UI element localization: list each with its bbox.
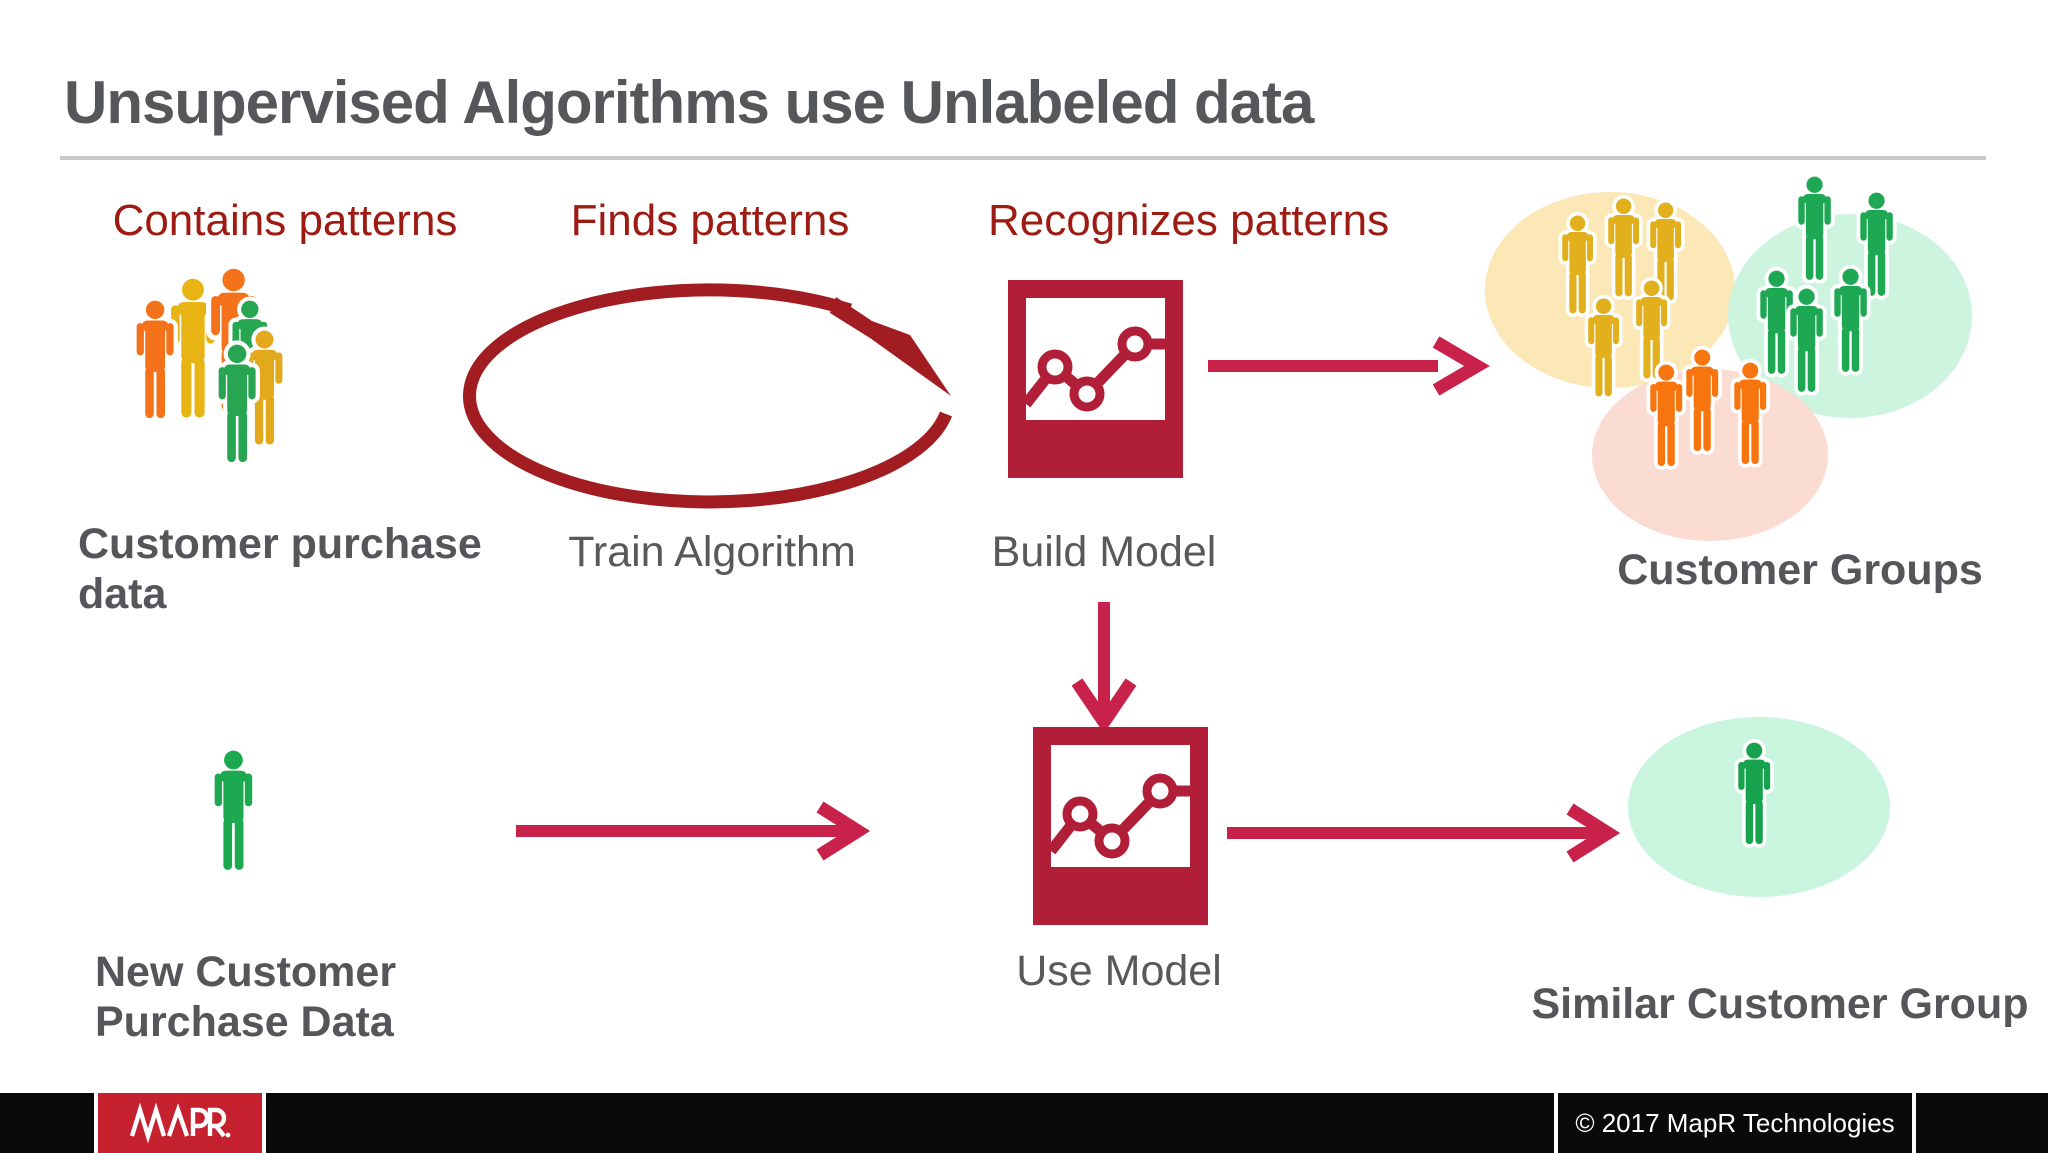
arrow-new-customer-to-use-model — [516, 801, 871, 861]
title-divider-line — [60, 156, 1986, 160]
similar-customer-group-icon — [1628, 717, 1890, 897]
mapr-logo — [98, 1093, 262, 1153]
label-customer-purchase-data: Customer purchase data — [78, 520, 482, 618]
copyright-text: © 2017 MapR Technologies — [1575, 1108, 1895, 1138]
footer-bar-segment — [0, 1093, 94, 1153]
arrow-build-to-groups — [1208, 336, 1490, 396]
arrow-use-model-to-similar-group — [1227, 803, 1621, 863]
label-use-model: Use Model — [1016, 947, 1222, 995]
label-train-algorithm: Train Algorithm — [568, 528, 856, 576]
footer-copyright-segment: © 2017 MapR Technologies — [1558, 1093, 1912, 1153]
label-similar-customer-group: Similar Customer Group — [1531, 980, 2029, 1028]
train-algorithm-cycle-icon — [463, 283, 953, 509]
label-customer-groups: Customer Groups — [1617, 546, 1983, 594]
footer-bar-segment — [1916, 1093, 2048, 1153]
label-new-customer-purchase-data: New Customer Purchase Data — [95, 948, 397, 1046]
caption-contains-patterns: Contains patterns — [112, 196, 458, 245]
mapr-logo-icon — [129, 1102, 231, 1144]
customer-groups-clusters — [1485, 177, 1972, 541]
orange-cluster-people — [1650, 350, 1766, 466]
label-build-model: Build Model — [991, 528, 1217, 576]
arrow-build-to-use-model — [1071, 602, 1137, 734]
caption-finds-patterns: Finds patterns — [570, 196, 850, 245]
footer-bar-segment — [266, 1093, 1554, 1153]
caption-recognizes-patterns: Recognizes patterns — [988, 196, 1390, 245]
customer-purchase-crowd-icon — [137, 269, 283, 462]
slide-title: Unsupervised Algorithms use Unlabeled da… — [64, 69, 1314, 136]
use-model-icon — [1033, 727, 1208, 925]
footer-bar: © 2017 MapR Technologies — [0, 1093, 2048, 1153]
new-customer-person-icon — [215, 751, 253, 870]
build-model-icon — [1008, 280, 1183, 478]
